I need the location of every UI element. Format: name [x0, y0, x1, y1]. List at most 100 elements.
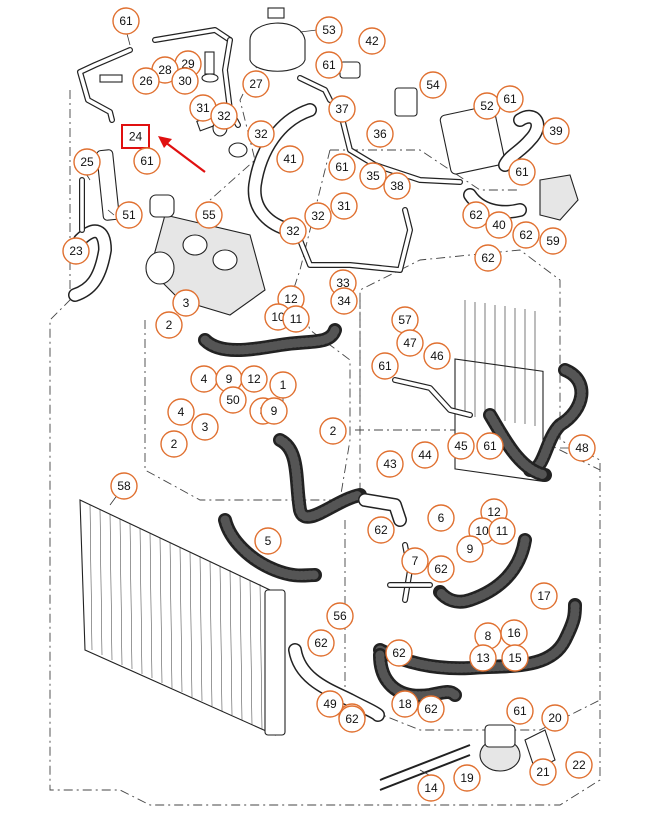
callout-63: 2: [319, 417, 347, 445]
callout-77: 16: [500, 619, 528, 647]
svg-text:57: 57: [398, 313, 412, 327]
callout-30: 62: [462, 201, 490, 229]
svg-text:31: 31: [196, 101, 210, 115]
svg-text:62: 62: [314, 636, 328, 650]
svg-text:45: 45: [454, 439, 468, 453]
svg-text:25: 25: [80, 155, 94, 169]
callout-73: 62: [427, 555, 455, 583]
callout-51: 50: [219, 386, 247, 414]
svg-text:46: 46: [430, 349, 444, 363]
callout-82: 62: [417, 695, 445, 723]
svg-text:52: 52: [480, 99, 494, 113]
svg-text:59: 59: [546, 234, 560, 248]
callout-9: 61: [315, 51, 343, 79]
callout-16: 36: [366, 120, 394, 148]
svg-text:2: 2: [166, 318, 173, 332]
svg-text:49: 49: [323, 697, 337, 711]
svg-text:40: 40: [492, 218, 506, 232]
svg-text:61: 61: [335, 160, 349, 174]
callout-56: 43: [376, 450, 404, 478]
callout-88: 20: [541, 704, 569, 732]
callout-83: 18: [391, 690, 419, 718]
callout-89: 19: [453, 764, 481, 792]
callout-52: 1: [269, 371, 297, 399]
callout-85: 49: [316, 690, 344, 718]
callout-76: 17: [530, 582, 558, 610]
callout-15: 61: [133, 147, 161, 175]
callout-29: 31: [330, 192, 358, 220]
svg-text:22: 22: [572, 758, 586, 772]
callout-10: 54: [419, 71, 447, 99]
callout-17: 52: [473, 92, 501, 120]
callout-53: 48: [568, 434, 596, 462]
callout-47: 61: [371, 352, 399, 380]
callout-20: 25: [73, 148, 101, 176]
svg-text:50: 50: [226, 393, 240, 407]
callout-3: 42: [358, 27, 386, 55]
svg-text:32: 32: [311, 209, 325, 223]
svg-text:18: 18: [398, 697, 412, 711]
svg-text:20: 20: [548, 711, 562, 725]
svg-text:5: 5: [265, 534, 272, 548]
callout-50: 12: [240, 365, 268, 393]
svg-text:32: 32: [286, 224, 300, 238]
callout-75: 62: [307, 629, 335, 657]
svg-text:32: 32: [217, 109, 231, 123]
svg-text:10: 10: [475, 524, 489, 538]
svg-text:54: 54: [426, 78, 440, 92]
callout-66: 6: [427, 504, 455, 532]
auxiliary-radiator: [392, 300, 589, 482]
callout-64: 58: [110, 472, 138, 500]
svg-text:9: 9: [226, 372, 233, 386]
callout-28: 32: [304, 202, 332, 230]
callout-44: 57: [391, 306, 419, 334]
svg-text:61: 61: [322, 58, 336, 72]
svg-text:12: 12: [284, 292, 298, 306]
callout-69: 11: [488, 517, 516, 545]
svg-text:11: 11: [290, 312, 303, 326]
callout-72: 5: [254, 527, 282, 555]
callout-14: 32: [247, 120, 275, 148]
callout-78: 15: [501, 644, 529, 672]
svg-text:14: 14: [424, 781, 438, 795]
svg-text:61: 61: [513, 704, 527, 718]
callout-11: 37: [328, 95, 356, 123]
svg-text:12: 12: [247, 372, 261, 386]
svg-text:44: 44: [418, 448, 432, 462]
svg-text:1: 1: [280, 378, 287, 392]
svg-text:62: 62: [392, 646, 406, 660]
svg-text:12: 12: [487, 505, 501, 519]
callout-2: 53: [315, 16, 343, 44]
svg-text:53: 53: [322, 23, 336, 37]
svg-text:61: 61: [503, 92, 517, 106]
callout-23: 35: [359, 162, 387, 190]
callout-13: 32: [210, 102, 238, 130]
callout-58: 4: [167, 398, 195, 426]
callout-90: 21: [529, 758, 557, 786]
callout-45: 47: [396, 329, 424, 357]
svg-text:34: 34: [337, 294, 351, 308]
arrow-head-icon: [158, 136, 172, 148]
svg-text:16: 16: [507, 626, 521, 640]
turbo-manifold: [145, 194, 266, 316]
callout-62: 9: [260, 397, 288, 425]
callout-39: 3: [172, 289, 200, 317]
callout-74: 56: [326, 602, 354, 630]
callout-8: 27: [242, 70, 270, 98]
callout-79: 62: [385, 639, 413, 667]
callout-55: 61: [476, 432, 504, 460]
svg-text:47: 47: [403, 336, 417, 350]
svg-text:6: 6: [438, 511, 445, 525]
svg-text:2: 2: [330, 424, 337, 438]
callout-91: 22: [565, 751, 593, 779]
callout-1: 61: [112, 7, 140, 35]
svg-text:43: 43: [383, 457, 397, 471]
svg-text:23: 23: [69, 244, 83, 258]
callout-24: 38: [383, 172, 411, 200]
svg-text:58: 58: [117, 479, 131, 493]
callout-25: 51: [115, 201, 143, 229]
svg-text:15: 15: [508, 651, 522, 665]
callout-32: 62: [512, 221, 540, 249]
